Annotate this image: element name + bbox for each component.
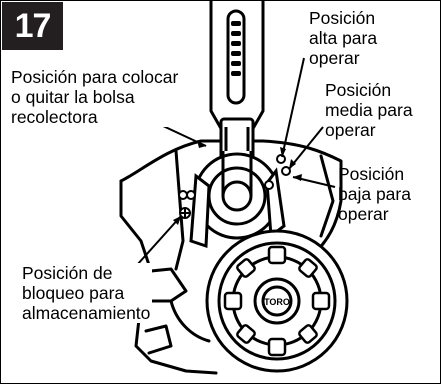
figure-number-badge: 17 <box>2 2 63 50</box>
label-mid-position: Posición media para operar <box>325 80 413 140</box>
label-low-position: Posición baja para operar <box>338 164 411 224</box>
label-storage-lock: Posición de bloqueo para almacenamiento <box>20 263 153 323</box>
label-bag-position: Posición para colocar o quitar la bolsa … <box>9 67 181 127</box>
label-high-position: Posición alta para operar <box>309 8 378 68</box>
wheel-logo: TORO <box>264 297 290 307</box>
